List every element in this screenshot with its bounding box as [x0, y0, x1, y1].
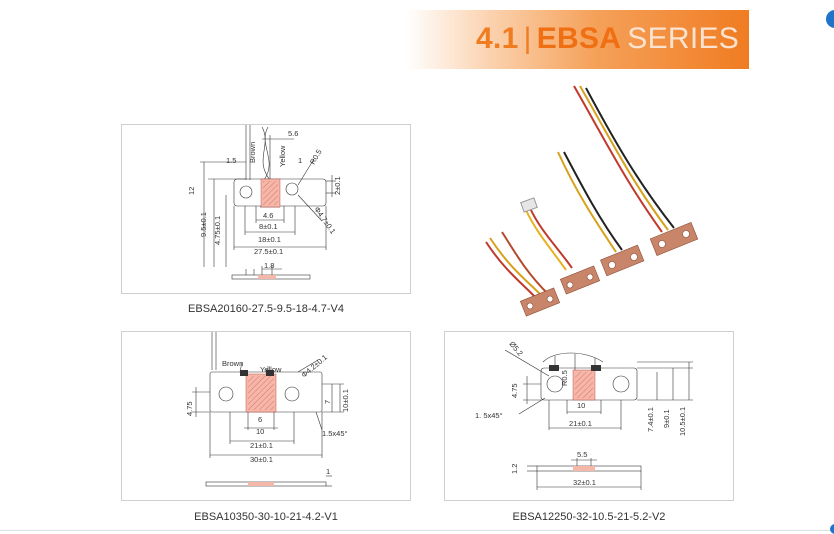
- dim-9-5: 9.5±0.1: [199, 212, 208, 237]
- wire-label-yellow: Yellow: [278, 145, 287, 167]
- technical-drawing-1: 5.6 1.5 1 Brown Yellow R0.5 12 9.5±0.1 4…: [187, 125, 342, 280]
- wire-label-brown: Brown: [222, 359, 243, 368]
- dim-32: 32±0.1: [573, 478, 596, 487]
- corner-indicator-icon[interactable]: [826, 10, 834, 28]
- dim-2: 2±0.1: [333, 176, 342, 195]
- dim-r05: R0.5: [308, 148, 324, 166]
- dim-10: 10: [577, 401, 585, 410]
- dim-21: 21±0.1: [569, 419, 592, 428]
- dim-1-8: 1.8: [264, 261, 274, 270]
- title-separator: |: [523, 22, 532, 55]
- caption-ebsa10350: EBSA10350-30-10-21-4.2-V1: [194, 511, 338, 523]
- dim-4-6: 4.6: [263, 211, 273, 220]
- dim-4-75: 4.75: [510, 383, 519, 398]
- technical-drawing-3: Ø5.2 4.75 R0.5 1. 5x45° 10 21±0.1 7.4±0.…: [475, 340, 693, 490]
- header-banner: [406, 10, 749, 69]
- dim-10b: 10: [256, 427, 264, 436]
- technical-drawing-2: Brown Yellow Φ4.2±0.1 4.75 7 10±0.1 6 10…: [185, 332, 350, 487]
- dim-r05: R0.5: [560, 370, 569, 386]
- dim-1: 1: [298, 156, 302, 165]
- dim-phi-4-2: Φ4.2±0.1: [300, 353, 329, 380]
- shunt-resistors-photo: [485, 85, 699, 317]
- dim-30: 30±0.1: [250, 455, 273, 464]
- wire-label-yellow: Yellow: [260, 365, 282, 374]
- brand-name: EBSA: [536, 22, 622, 55]
- dim-9: 9±0.1: [662, 409, 671, 428]
- dim-10: 10±0.1: [341, 389, 350, 412]
- drawing-panel-2: Brown Yellow Φ4.2±0.1 4.75 7 10±0.1 6 10…: [121, 331, 411, 501]
- dim-4-75: 4.75±0.1: [213, 216, 222, 245]
- dim-27-5: 27.5±0.1: [254, 247, 283, 256]
- wire-label-brown: Brown: [248, 142, 257, 163]
- dim-7: 7: [323, 400, 332, 404]
- drawing-panel-1: 5.6 1.5 1 Brown Yellow R0.5 12 9.5±0.1 4…: [121, 124, 411, 294]
- dim-1-5: 1.5: [226, 156, 236, 165]
- dim-1-2: 1.2: [510, 464, 519, 474]
- series-word: SERIES: [627, 22, 740, 55]
- dim-5-5: 5.5: [577, 450, 587, 459]
- dim-phi-5-2: Ø5.2: [507, 340, 524, 358]
- bottom-divider: [0, 530, 834, 531]
- section-number: 4.1: [476, 22, 519, 55]
- product-photo: [466, 82, 724, 332]
- caption-ebsa20160: EBSA20160-27.5-9.5-18-4.7-V4: [188, 303, 344, 315]
- drawing-panel-3: Ø5.2 4.75 R0.5 1. 5x45° 10 21±0.1 7.4±0.…: [444, 331, 734, 501]
- dim-5-6: 5.6: [288, 129, 298, 138]
- dim-4-75: 4.75: [185, 401, 194, 416]
- dim-7-4: 7.4±0.1: [646, 407, 655, 432]
- caption-ebsa12250: EBSA12250-32-10.5-21-5.2-V2: [512, 511, 666, 523]
- dim-8: 8±0.1: [259, 222, 278, 231]
- dim-10-5: 10.5±0.1: [678, 407, 687, 436]
- dim-12: 12: [187, 187, 196, 195]
- dim-phi-4-7: Φ4.7±0.1: [312, 205, 337, 236]
- dim-6: 6: [258, 415, 262, 424]
- corner-indicator-icon-bottom[interactable]: [830, 524, 834, 534]
- dim-18: 18±0.1: [258, 235, 281, 244]
- dim-1: 1: [326, 467, 330, 476]
- dim-21: 21±0.1: [250, 441, 273, 450]
- dim-chamfer: 1. 5x45°: [475, 411, 503, 420]
- dim-chamfer: 1.5x45°: [322, 429, 348, 438]
